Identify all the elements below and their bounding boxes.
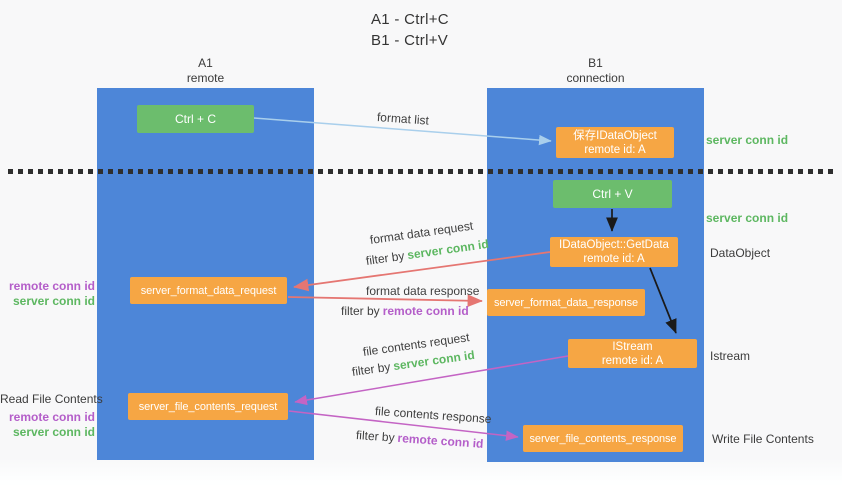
server-conn-id-annotation-mid: server conn id [706,211,789,225]
save-idataobject-line1: 保存IDataObject [573,129,657,142]
server-format-data-response-node: server_format_data_response [487,289,645,316]
right-column-subtitle: connection [566,71,625,85]
istream-annotation: Istream [710,349,751,363]
left-column-name: A1 [198,56,213,70]
write-file-contents-annotation: Write File Contents [712,432,814,446]
getdata-line1: IDataObject::GetData [559,239,669,251]
server-conn-id-annotation: server conn id [12,425,95,439]
server-format-data-request-node: server_format_data_request [130,277,287,304]
ctrl-c-node: Ctrl + C [137,105,254,133]
server-conn-id-annotation: server conn id [12,294,95,308]
server-file-contents-request-node: server_file_contents_request [128,393,288,420]
format-data-response-label: format data response [366,284,480,298]
filter-by-text: filter by [341,304,380,318]
filter-by-text: filter by [365,248,406,268]
ctrl-v-node: Ctrl + V [553,180,672,208]
istream-line2: remote id: A [601,354,664,367]
ctrl-c-label: Ctrl + C [174,112,216,126]
remote-conn-id-text: remote conn id [382,304,469,318]
getdata-line2: remote id: A [583,253,645,265]
filter-by-text: filter by [355,428,396,445]
file-contents-response-label: file contents response [374,404,492,427]
phase-separator-dotted-line [8,169,836,174]
filter-by-text: filter by [351,359,392,379]
left-column-header: A1 remote [97,56,314,86]
remote-conn-id-text: remote conn id [397,430,484,451]
server-file-contents-response-node: server_file_contents_response [523,425,683,452]
server-conn-id-annotation-top: server conn id [706,133,789,147]
title-line-1: A1 - Ctrl+C [371,11,449,28]
istream-node: IStream remote id: A [568,339,697,368]
server-conn-id-text: server conn id [406,236,490,263]
left-column-subtitle: remote [186,71,225,85]
server-format-data-request-label: server_format_data_request [140,284,277,297]
right-column-header: B1 connection [487,56,704,86]
left-conn-id-annotation-bottom: remote conn id server conn id [0,410,95,440]
remote-conn-id-annotation: remote conn id [8,279,95,293]
left-conn-id-annotation-top: remote conn id server conn id [0,279,95,309]
right-column-name: B1 [588,56,603,70]
remote-conn-id-annotation: remote conn id [8,410,95,424]
title-line-2: B1 - Ctrl+V [371,32,449,49]
save-idataobject-node: 保存IDataObject remote id: A [556,127,674,158]
istream-line1: IStream [612,340,653,353]
server-format-data-response-label: server_format_data_response [493,296,639,309]
server-file-contents-request-label: server_file_contents_request [138,400,278,413]
read-file-contents-annotation: Read File Contents [0,392,103,406]
ctrl-v-label: Ctrl + V [592,187,633,201]
server-file-contents-response-label: server_file_contents_response [529,432,677,445]
save-idataobject-line2: remote id: A [584,143,646,156]
diagram-title: A1 - Ctrl+C B1 - Ctrl+V [371,9,449,51]
dataobject-annotation: DataObject [710,246,771,260]
idataobject-getdata-node: IDataObject::GetData remote id: A [550,237,678,267]
format-list-label: format list [376,110,430,128]
